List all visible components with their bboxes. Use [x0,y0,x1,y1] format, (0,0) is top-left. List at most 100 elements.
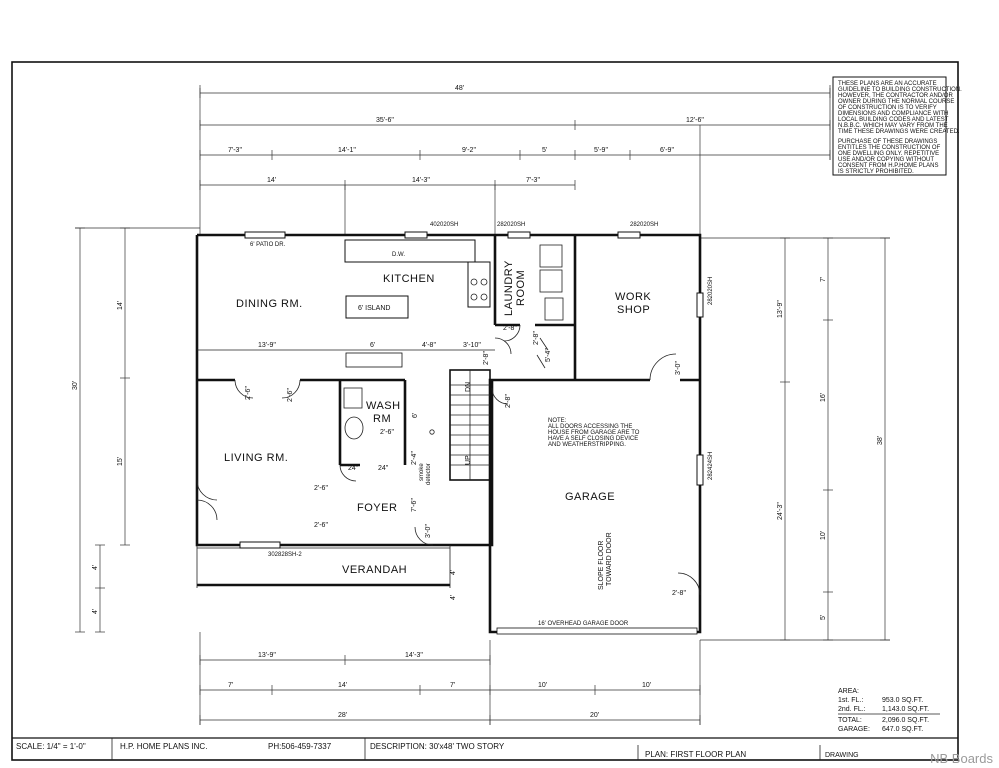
svg-text:4'-8": 4'-8" [422,342,436,349]
dim-b-10b: 10' [642,682,651,689]
svg-text:DIMENSIONS AND COMPLIANCE WITH: DIMENSIONS AND COMPLIANCE WITH [838,111,948,117]
svg-text:2,096.0 SQ.FT.: 2,096.0 SQ.FT. [882,717,929,724]
dim-b-13-9: 13'-9" [258,652,276,659]
slope-floor-label-2: TOWARD DOOR [606,532,613,586]
svg-text:7'-6": 7'-6" [411,498,418,512]
svg-text:13'-9": 13'-9" [258,342,276,349]
dim-r-16: 16' [820,393,827,402]
note-line-4: AND WEATHERSTRIPPING. [548,442,626,448]
fixture-labels: 6' PATIO DR. D.W. 402020SH 282020SH 2820… [250,222,714,627]
svg-text:647.0 SQ.FT.: 647.0 SQ.FT. [882,726,923,733]
bottom-dimensions: 13'-9" 14'-3" 7' 14' 7' 10' 10' 28' 20' [199,632,701,725]
room-workshop-2: SHOP [617,304,650,316]
scale-label: SCALE: 1/4" = 1'-0" [16,742,86,751]
svg-text:OWNER DURING THE NORMAL COURSE: OWNER DURING THE NORMAL COURSE [838,99,954,105]
area-title: AREA: [838,688,859,695]
svg-text:4': 4' [450,570,457,575]
svg-text:24": 24" [348,465,359,472]
dim-l-15: 15' [117,457,124,466]
dim-7-3b: 7'-3" [526,177,540,184]
room-workshop-1: WORK [615,291,651,303]
dim-b-20: 20' [590,712,599,719]
svg-text:6': 6' [370,342,375,349]
dim-35-6: 35'-6" [376,117,394,124]
svg-text:USE AND/OR COPYING WITHOUT: USE AND/OR COPYING WITHOUT [838,157,934,163]
svg-text:5'-4": 5'-4" [545,348,552,362]
dim-r-24-3: 24'-3" [777,502,784,520]
watermark-text: NB Boards [930,751,993,766]
svg-text:2'-6": 2'-6" [245,386,252,400]
dim-6-9: 6'-9" [660,147,674,154]
kitchen-fixtures [343,239,564,440]
svg-text:1st. FL.:: 1st. FL.: [838,697,863,704]
dim-b-14: 14' [338,682,347,689]
plan-description: DESCRIPTION: 30'x48' TWO STORY [370,742,505,751]
dim-r-7: 7' [820,277,827,282]
door-swings [196,324,701,596]
smoke-detector-icon [429,429,435,435]
room-verandah: VERANDAH [342,564,407,576]
svg-text:953.0 SQ.FT.: 953.0 SQ.FT. [882,697,923,704]
svg-text:ENTITLES THE CONSTRUCTION OF: ENTITLES THE CONSTRUCTION OF [838,145,941,151]
overhead-door-label: 16' OVERHEAD GARAGE DOOR [538,621,629,627]
room-labels: KITCHEN DINING RM. 6' ISLAND LAUNDRY ROO… [224,260,651,576]
dim-r-13-9: 13'-9" [777,300,784,318]
window-282020sh-c: 282020SH [708,277,714,305]
svg-text:N.B.B.C. WHICH MAY VARY FROM T: N.B.B.C. WHICH MAY VARY FROM THE [838,123,948,129]
svg-text:OF CONSTRUCTION IS TO VERIFY: OF CONSTRUCTION IS TO VERIFY [838,105,937,111]
dim-5-9: 5'-9" [594,147,608,154]
svg-text:24": 24" [378,465,389,472]
dim-12-6: 12'-6" [686,117,704,124]
svg-text:ONE DWELLING ONLY. REPETITIVE: ONE DWELLING ONLY. REPETITIVE [838,151,939,157]
window-302828sh: 302828SH-2 [268,552,302,558]
svg-text:IS STRICTLY PROHIBITED.: IS STRICTLY PROHIBITED. [838,169,914,175]
room-dining: DINING RM. [236,298,303,310]
plan-name: PLAN: FIRST FLOOR PLAN [645,750,746,759]
dim-30: 30' [72,381,79,390]
svg-text:2'-6": 2'-6" [287,388,294,402]
note-title: NOTE: [548,418,567,424]
dim-14-1: 14'-1" [338,147,356,154]
room-living: LIVING RM. [224,452,288,464]
svg-text:THESE PLANS ARE AN ACCURATE: THESE PLANS ARE AN ACCURATE [838,81,937,87]
smoke-label-2: detector [426,463,432,485]
room-wash-1: WASH [366,400,401,412]
dim-overall: 48' [455,85,464,92]
svg-text:PURCHASE OF THESE DRAWINGS: PURCHASE OF THESE DRAWINGS [838,139,937,145]
dim-r-10: 10' [820,531,827,540]
title-block: SCALE: 1/4" = 1'-0" H.P. HOME PLANS INC.… [16,738,859,760]
dim-9-2: 9'-2" [462,147,476,154]
svg-text:GUIDELINE TO BUILDING CONSTRUC: GUIDELINE TO BUILDING CONSTRUCTION. [838,87,962,93]
svg-text:3'-0": 3'-0" [425,524,432,538]
disclaimer-box: THESE PLANS ARE AN ACCURATE GUIDELINE TO… [832,76,962,176]
svg-text:2'-6": 2'-6" [380,429,394,436]
window-282424sh: 282424SH [708,452,714,480]
dim-5: 5' [542,147,547,154]
interior-dimensions: 13'-9" 6' 4'-8" 3'-10" 2'-8" 2'-8" 5'-4"… [245,325,686,600]
note-line-2: HOUSE FROM GARAGE ARE TO [548,430,640,436]
room-foyer: FOYER [357,502,397,514]
drawing-label: DRAWING [825,752,859,759]
patio-door-label: 6' PATIO DR. [250,242,286,248]
svg-text:TOTAL:: TOTAL: [838,717,862,724]
svg-text:2'-8": 2'-8" [483,351,490,365]
room-garage: GARAGE [565,491,615,503]
left-dimensions: 30' 14' 15' 4' 4' [72,227,200,633]
svg-text:TIME THESE DRAWINGS WERE CREAT: TIME THESE DRAWINGS WERE CREATED. [838,129,960,135]
stair-down-label: DN [465,382,472,392]
smoke-label-1: smoke [419,463,425,481]
slope-floor-label-1: SLOPE FLOOR [598,541,605,590]
svg-text:1,143.0 SQ.FT.: 1,143.0 SQ.FT. [882,706,929,713]
svg-text:2'-8": 2'-8" [505,394,512,408]
drawing-frame [11,61,959,761]
room-kitchen: KITCHEN [383,273,435,285]
room-laundry-1: LAUNDRY [503,260,515,316]
area-table: AREA: 1st. FL.: 953.0 SQ.FT. 2nd. FL.: 1… [838,688,940,733]
note-line-3: HAVE A SELF CLOSING DEVICE [548,436,638,442]
svg-text:4': 4' [450,595,457,600]
stair-up-label: UP [465,455,472,465]
dim-14: 14' [267,177,276,184]
svg-text:LOCAL BUILDING CODES AND LATES: LOCAL BUILDING CODES AND LATEST [838,117,949,123]
dim-b-10: 10' [538,682,547,689]
dim-b-7: 7' [228,682,233,689]
